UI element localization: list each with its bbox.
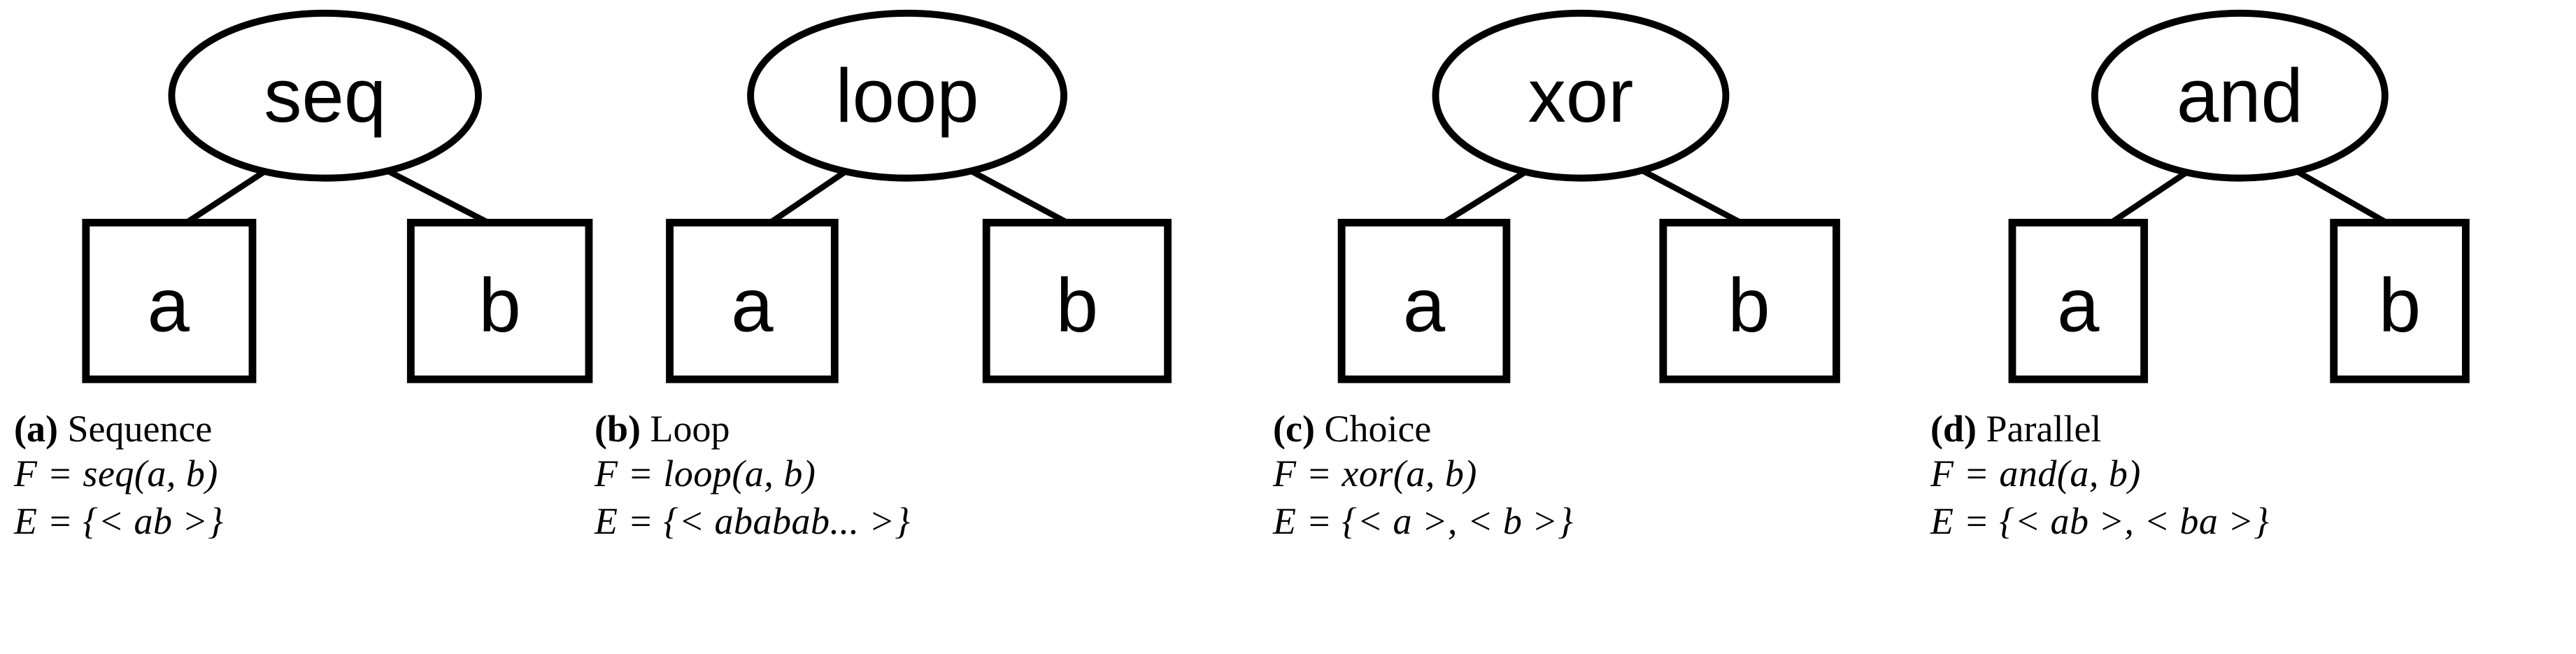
leaf-label-left-d: a xyxy=(2057,263,2100,348)
leaf-box-left-c[interactable] xyxy=(1337,218,1511,383)
leaf-label-left-b: a xyxy=(731,263,774,348)
process-tree-diagram-a: seq a b xyxy=(82,9,593,383)
root-node-label-b: loop xyxy=(836,53,979,138)
formula-f-a: F = seq(a, b) xyxy=(14,453,218,495)
panel-caption-text-a xyxy=(58,408,68,450)
root-node-label-d: and xyxy=(2177,53,2303,138)
panel-sequence: seq a b (a) Sequence F = seq(a, b) E = {… xyxy=(0,0,643,654)
panel-caption-text-c xyxy=(1315,408,1325,450)
formula-e-b: E = {< ababab... >} xyxy=(595,500,911,542)
formula-e-c: E = {< a >, < b >} xyxy=(1273,500,1574,542)
leaf-box-right-c[interactable] xyxy=(1659,218,1840,383)
caption-block-b: (b) Loop F = loop(a, b) E = {< ababab...… xyxy=(581,410,1273,550)
leaf-label-left-c: a xyxy=(1403,263,1446,348)
formula-f-b: F = loop(a, b) xyxy=(595,453,816,495)
panel-caption-title-b: Loop xyxy=(650,408,730,450)
panel-tag-b: (b) xyxy=(595,408,641,450)
leaf-box-left-a[interactable] xyxy=(82,218,257,383)
leaf-box-right-a[interactable] xyxy=(406,218,593,383)
leaf-box-left-d[interactable] xyxy=(2008,218,2149,383)
edge-root-to-right-c xyxy=(1625,160,1744,226)
leaf-box-right-d[interactable] xyxy=(2330,218,2470,383)
root-node-label-a: seq xyxy=(264,53,386,138)
formula-f-c: F = xor(a, b) xyxy=(1273,453,1477,495)
caption-block-d: (d) Parallel F = and(a, b) E = {< ab >, … xyxy=(1916,410,2576,550)
panel-loop: loop a b (b) Loop F = loop(a, b) E = {< … xyxy=(581,0,1259,654)
leaf-label-right-c: b xyxy=(1728,263,1770,348)
panel-caption-c: (c) Choice xyxy=(1273,410,1930,448)
formula-e-a: E = {< ab >} xyxy=(14,500,224,542)
root-node-ellipse-a[interactable] xyxy=(168,9,482,182)
formula-e-d: E = {< ab >, < ba >} xyxy=(1930,500,2270,542)
leaf-box-right-b[interactable] xyxy=(982,218,1172,383)
panel-caption-b: (b) Loop xyxy=(595,410,1273,448)
panel-caption-text-b xyxy=(641,408,650,450)
root-node-ellipse-b[interactable] xyxy=(747,9,1068,182)
leaf-label-left-a: a xyxy=(148,263,190,348)
panel-caption-title-c: Choice xyxy=(1324,408,1432,450)
process-tree-diagram-d: and a b xyxy=(2008,9,2470,383)
panel-caption-title-d: Parallel xyxy=(1986,408,2102,450)
panel-caption-text-d xyxy=(1977,408,1986,450)
leaf-box-left-b[interactable] xyxy=(666,218,839,383)
process-tree-diagram-c: xor a b xyxy=(1337,9,1840,383)
process-tree-diagram-b: loop a b xyxy=(666,9,1172,383)
root-node-ellipse-d[interactable] xyxy=(2091,9,2389,182)
caption-block-c: (c) Choice F = xor(a, b) E = {< a >, < b… xyxy=(1259,410,1930,550)
panel-tag-a: (a) xyxy=(14,408,58,450)
leaf-label-right-a: b xyxy=(478,263,520,348)
panel-parallel: and a b (d) Parallel F = and(a, b) E = {… xyxy=(1916,0,2576,654)
caption-block-a: (a) Sequence F = seq(a, b) E = {< ab >} xyxy=(0,410,657,550)
root-node-label-c: xor xyxy=(1528,53,1634,138)
panel-caption-d: (d) Parallel xyxy=(1930,410,2576,448)
panel-tag-c: (c) xyxy=(1273,408,1315,450)
panel-tag-d: (d) xyxy=(1930,408,1977,450)
panel-choice: xor a b (c) Choice F = xor(a, b) E = {< … xyxy=(1259,0,1916,654)
leaf-label-right-d: b xyxy=(2379,263,2421,348)
panel-caption-title-a: Sequence xyxy=(67,408,213,450)
root-node-ellipse-c[interactable] xyxy=(1432,9,1730,182)
formula-f-d: F = and(a, b) xyxy=(1930,453,2141,495)
panel-caption-a: (a) Sequence xyxy=(14,410,657,448)
leaf-label-right-b: b xyxy=(1056,263,1098,348)
